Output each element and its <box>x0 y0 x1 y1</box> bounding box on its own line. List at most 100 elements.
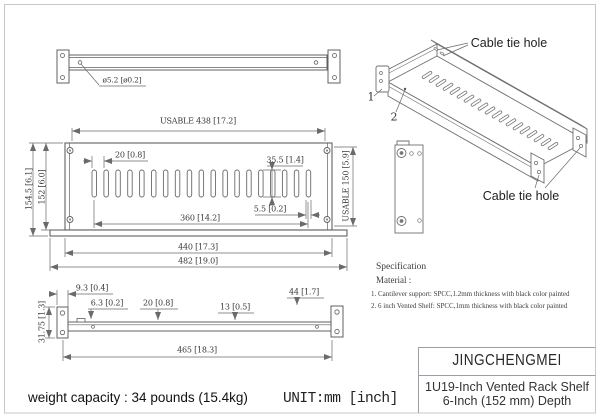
spec-title: Specification <box>376 262 427 272</box>
iso-leader-lines <box>373 42 581 189</box>
side-right-ear <box>330 305 344 338</box>
iso-vent-slot <box>470 98 482 107</box>
screw-hole <box>313 60 319 65</box>
dim-panel-height: 152 [6.0] <box>37 169 47 205</box>
title-block-product-line1: 1U19-Inch Vented Rack Shelf <box>425 380 589 394</box>
iso-vent-slot <box>526 130 538 139</box>
vent-slot <box>115 169 121 198</box>
iso-left-ear <box>375 65 390 93</box>
dim-hole-diameter: ø5.2 [ø0.2] <box>102 75 142 85</box>
spec-material-label: Material : <box>376 275 412 285</box>
vent-slot <box>270 169 276 198</box>
front-vent-slots <box>91 169 312 198</box>
dim-panel-width: 440 [17.3] <box>178 242 218 252</box>
vent-slot <box>91 169 97 198</box>
dim-mid: 13 [0.5] <box>219 302 251 312</box>
iso-right-rear-ear <box>572 127 587 158</box>
dim-usable-depth: USABLE 150 [5.9] <box>341 150 351 222</box>
dim-ear-height: 31.75 [1.3] <box>37 300 47 344</box>
dim-overall-width: 482 [19.0] <box>178 256 218 266</box>
dim-slot-span: 360 [14.2] <box>180 213 220 223</box>
cable-tie-hook <box>76 318 86 323</box>
iso-vent-slot <box>435 78 447 87</box>
cable-tie-hole-label-bottom: Cable tie hole <box>482 189 560 203</box>
iso-rear-rail <box>436 43 588 144</box>
ear-hole <box>332 53 337 58</box>
iso-vent-slot <box>540 138 552 147</box>
spec-item-1: 1. Cantilever support: SPCC,1.2mm thickn… <box>371 290 570 298</box>
dim-slot-pitch: 20 [0.8] <box>114 150 146 160</box>
iso-vent-slot <box>491 110 503 119</box>
vent-slot <box>174 169 181 198</box>
side-view-dimensions <box>45 290 333 361</box>
dim-slot-length: 35.5 [1.4] <box>266 155 304 165</box>
dim-ear-offset: 9.3 [0.4] <box>75 283 109 293</box>
bracket-side-view <box>394 140 424 234</box>
iso-vent-slot <box>519 126 531 135</box>
title-block-frame <box>418 347 596 413</box>
iso-vent-slot <box>512 122 524 131</box>
screw-hole <box>77 60 83 65</box>
ear-hole <box>60 53 65 58</box>
vent-slot <box>127 169 133 198</box>
title-block-product-line2: 6-Inch (152 mm) Depth <box>442 394 572 408</box>
page-border <box>4 4 596 414</box>
iso-vent-slot <box>477 102 489 111</box>
iso-vent-slot <box>428 74 440 83</box>
side-view-drawing <box>56 305 344 339</box>
dim-lip-height: 6.3 [0.2] <box>90 298 124 308</box>
iso-vent-slots <box>421 71 559 150</box>
vent-slot <box>246 169 252 198</box>
iso-vent-slot <box>498 114 510 123</box>
vent-slot <box>198 169 205 198</box>
dim-hook-length: 20 [0.8] <box>142 298 174 308</box>
vent-slot <box>210 169 216 198</box>
vent-slot <box>103 169 109 198</box>
callout-1: 1 <box>367 90 375 104</box>
iso-vent-slot <box>456 90 468 99</box>
iso-vent-slot <box>421 71 433 79</box>
spec-item-2: 2. 6 inch Vented Shelf: SPCC,1mm thickne… <box>371 302 568 310</box>
ear-hole <box>60 75 65 80</box>
iso-vent-slot <box>442 82 454 91</box>
callout-2-dot <box>403 87 407 91</box>
vent-slot <box>258 169 264 198</box>
vent-slot <box>151 169 157 198</box>
dim-overall-depth: 465 [18.3] <box>177 345 217 355</box>
vent-slot <box>186 169 193 198</box>
iso-vent-slot <box>547 142 559 150</box>
front-panel <box>64 142 333 231</box>
unit-note: UNIT:mm [inch] <box>283 391 398 407</box>
dim-slot-width: 5.5 [0.2] <box>253 204 287 214</box>
vent-slot <box>139 169 145 198</box>
ear-hole <box>332 75 337 80</box>
title-block-brand: JINGCHENGMEI <box>452 352 562 369</box>
dim-end: 44 [1.7] <box>288 287 320 297</box>
iso-vent-slot <box>449 86 461 95</box>
vent-slot <box>222 169 228 198</box>
vent-slot <box>293 169 300 198</box>
vent-slot <box>162 169 169 198</box>
dim-overall-height: 154.5 [6.1] <box>24 167 34 211</box>
vent-slot <box>305 169 312 198</box>
iso-vent-slot <box>533 134 545 143</box>
top-view-leader <box>80 63 146 87</box>
iso-right-front-ear <box>530 152 545 184</box>
dim-usable-width: USABLE 438 [17.2] <box>159 116 237 126</box>
vent-slot <box>234 169 240 198</box>
front-flange <box>49 229 348 237</box>
vent-slot <box>281 169 288 198</box>
callout-2: 2 <box>390 110 398 124</box>
top-view-right-ear <box>327 49 341 84</box>
front-view-drawing <box>49 142 348 237</box>
iso-vent-slot <box>505 118 517 127</box>
top-view-drawing <box>56 49 341 84</box>
top-view-body <box>68 54 328 71</box>
front-view-dimensions <box>29 127 357 271</box>
iso-vent-slot <box>463 94 475 103</box>
weight-capacity-note: weight capacity : 34 pounds (15.4kg) <box>28 390 248 405</box>
front-view-screws <box>66 147 331 223</box>
cable-tie-hole-label-top: Cable tie hole <box>470 36 548 50</box>
